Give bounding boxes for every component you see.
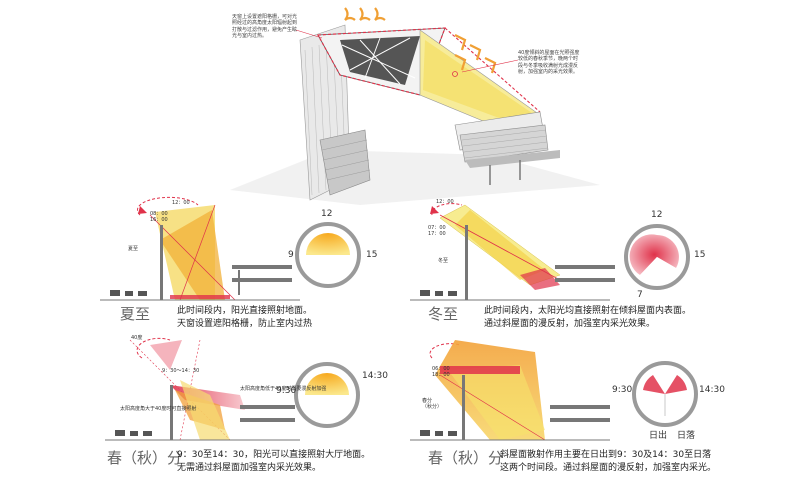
winter-sun-sub: 07：00 17：00 (428, 225, 446, 238)
equinox-diffuse-clock-left: 9:30 (612, 385, 633, 395)
clock-winter (624, 224, 690, 290)
season-winter: 冬至 (428, 305, 459, 323)
equinox-time-label: 9：30～14：30 (162, 368, 200, 374)
season-summer: 夏至 (120, 305, 151, 323)
summer-desc: 此时间段内，阳光直接照射地面。 天窗设置遮阳格栅，防止室内过热 (177, 306, 313, 330)
panel-summer-illustration (100, 196, 300, 301)
clock-equinox-direct (294, 362, 360, 428)
equinox-angle-label: 40度 (131, 335, 143, 341)
clock-equinox-diffuse (632, 361, 698, 427)
panel-equinox-direct-illustration (105, 337, 300, 441)
equinox-diffuse-sunset: 日落 (677, 431, 696, 441)
skylight-note: 天窗上设置遮阳格栅，可对光照经过的高角度太阳辐射起到打散与过滤作用，避免产生眩光… (232, 14, 298, 39)
summer-sun-label: 12：00 (172, 200, 190, 206)
equinox-diffuse-desc: 斜屋面散射作用主要在日出到9：30及14：30至日落 这两个时间段。通过斜屋面的… (500, 450, 717, 474)
top-building-illustration (230, 7, 600, 205)
summer-clock-15: 15 (366, 250, 378, 260)
equinox-diffuse-side-label: 春分 （秋分） (422, 398, 443, 411)
sun-rays-top-icon (344, 7, 386, 21)
equinox-direct-clock-right: 14:30 (362, 371, 388, 381)
equinox-diffuse-clock-right: 14:30 (699, 385, 725, 395)
clock-summer (295, 222, 361, 288)
equinox-direct-clock-left: 9:30 (276, 386, 297, 396)
equinox-note-1: 太阳高度角低于40度时需要漫反射加强 (240, 386, 327, 392)
summer-sun-sub: 08：00 16：00 (150, 211, 168, 224)
season-equinox-right: 春（秋）分 (428, 449, 504, 467)
season-equinox-left: 春（秋）分 (107, 449, 183, 467)
equinox-diffuse-sunrise: 日出 (649, 431, 668, 441)
winter-sun-label: 12：00 (436, 199, 454, 205)
winter-clock-12: 12 (651, 210, 663, 220)
summer-clock-9: 9 (288, 250, 294, 260)
winter-side-label: 冬至 (438, 258, 449, 264)
panel-winter-illustration (410, 203, 615, 301)
winter-clock-7: 7 (637, 290, 643, 300)
panel-equinox-diffuse-illustration (410, 340, 610, 441)
sun-rays-side-icon (454, 34, 497, 74)
roof-note: 40度倾斜的屋面在光照强度较低的春秋季节，晚两个时段与冬季吸收满射光成漫反射，加… (518, 50, 580, 75)
equinox-direct-desc: 9：30至14：30，阳光可以直接照射大厅地面。 无需通过斜屋面加强室内采光效果… (177, 450, 371, 474)
equinox-note-2: 太阳高度角大于40度时可直接照射 (120, 406, 197, 412)
winter-desc: 此时间段内，太阳光均直接照射在倾斜屋面内表面。 通过斜屋面的漫反射，加强室内采光… (484, 306, 692, 330)
winter-clock-15: 15 (694, 250, 706, 260)
summer-side-label: 夏至 (128, 246, 139, 252)
summer-clock-12: 12 (321, 209, 333, 219)
equinox-diffuse-sun-label: 06：00 18：00 (432, 366, 450, 379)
